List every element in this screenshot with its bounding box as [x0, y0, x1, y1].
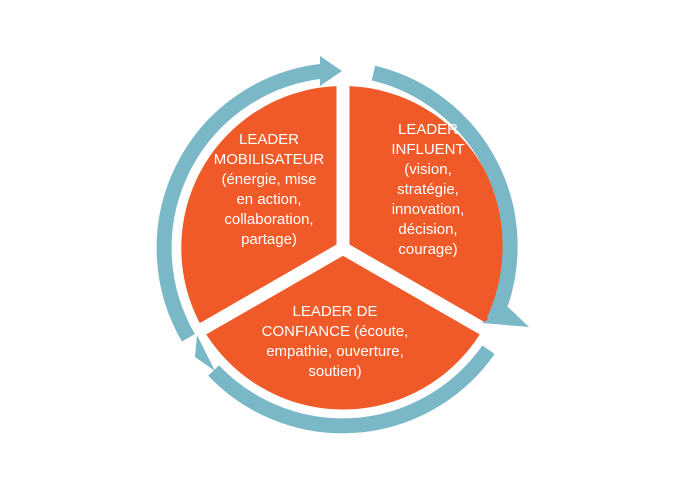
label-line: LEADER — [397, 121, 459, 138]
label-line: courage) — [398, 241, 458, 258]
label-line: décision, — [398, 221, 458, 238]
cycle-arrows — [156, 63, 518, 434]
arrow-arc-bottom — [208, 345, 495, 434]
segment-label-confiance: LEADER DE CONFIANCE (écoute, empathie, o… — [230, 302, 440, 382]
label-line: partage) — [241, 231, 297, 248]
segment-dividers — [169, 72, 517, 352]
arrowhead-left — [195, 335, 215, 371]
label-line: (vision, — [404, 161, 452, 178]
label-line: MOBILISATEUR — [213, 151, 325, 168]
divider-right — [335, 240, 517, 352]
divider-left — [169, 240, 351, 352]
label-line: INFLUENT — [391, 141, 465, 158]
arrow-arc-right — [371, 65, 518, 324]
cycle-arrowheads — [195, 56, 529, 371]
segment-label-mobilisateur: LEADER MOBILISATEUR (énergie, mise en ac… — [194, 130, 344, 250]
label-line: LEADER — [238, 131, 300, 148]
arrowhead-right — [482, 307, 529, 327]
segment-label-influent: LEADER INFLUENT (vision, stratégie, inno… — [358, 120, 498, 260]
pie-segments — [181, 86, 505, 410]
label-line: en action, — [236, 191, 302, 208]
segment-confiance — [203, 248, 483, 410]
label-line: (énergie, mise — [221, 171, 317, 188]
arrow-arc-left — [156, 63, 323, 342]
label-line: stratégie, — [397, 181, 459, 198]
label-line: soutien) — [308, 363, 362, 380]
label-line: collaboration, — [224, 211, 314, 228]
arrowhead-top — [320, 56, 342, 86]
label-line: empathie, ouverture, — [266, 343, 404, 360]
label-line: innovation, — [391, 201, 465, 218]
label-line: CONFIANCE (écoute, — [261, 323, 409, 340]
label-line: LEADER DE — [292, 303, 378, 320]
